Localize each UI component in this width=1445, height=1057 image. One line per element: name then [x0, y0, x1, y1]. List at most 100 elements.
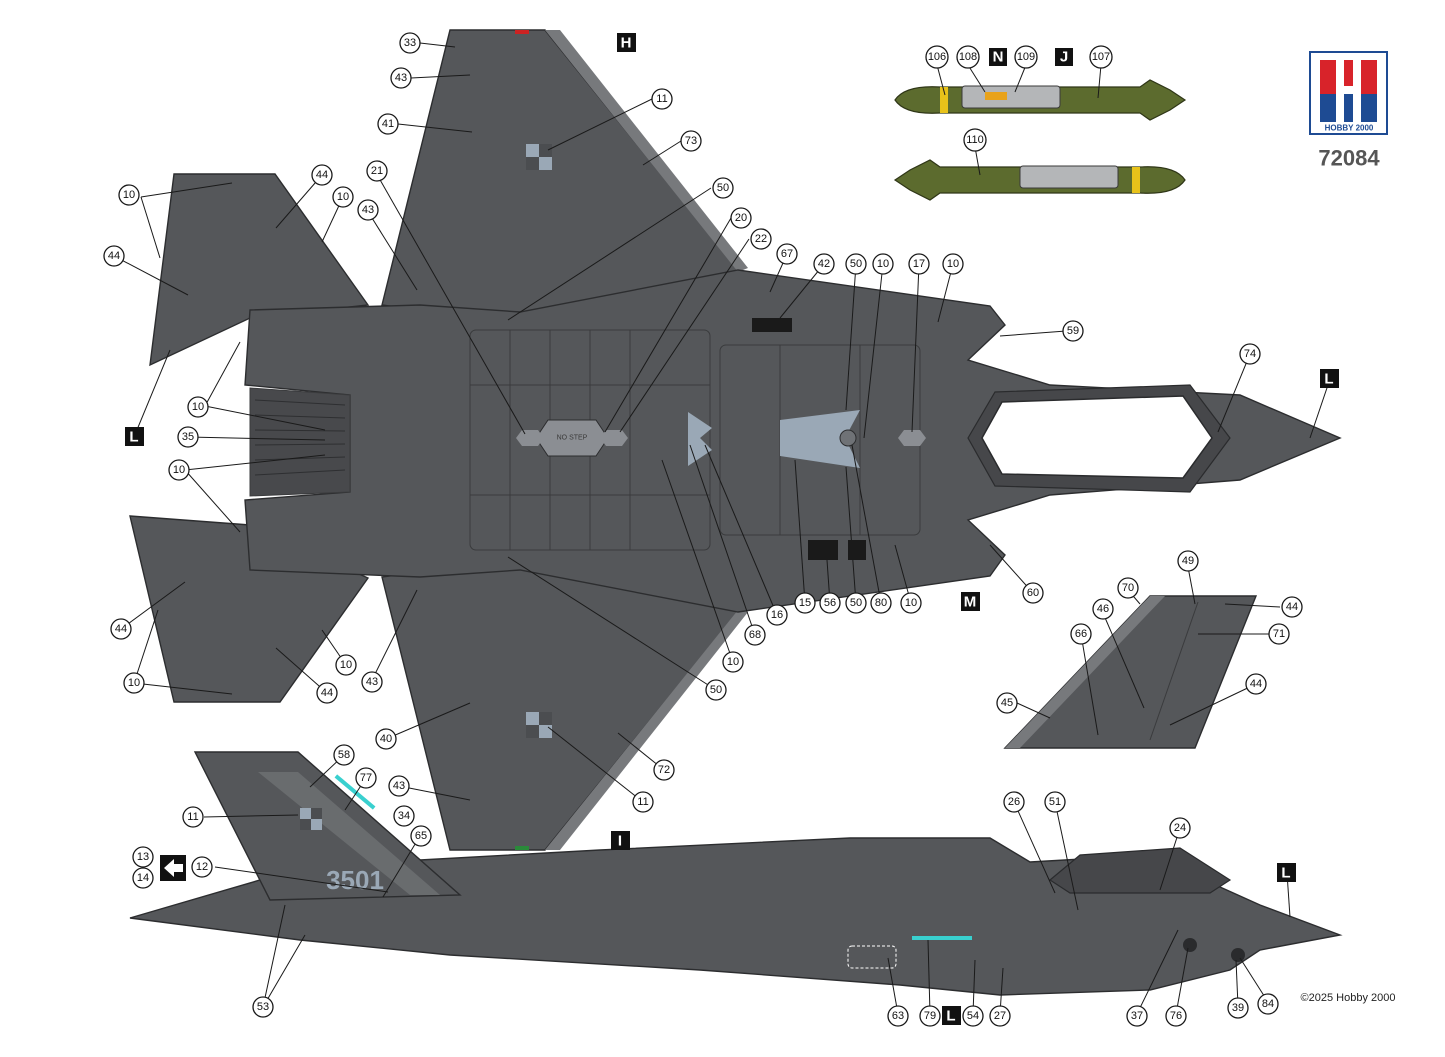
callout-51: 51 — [1044, 791, 1066, 813]
callout-10-g: 10 — [123, 672, 145, 694]
svg-text:24: 24 — [1174, 822, 1186, 834]
hobby-2000-logo: HOBBY 2000 — [1309, 51, 1388, 135]
nozzle-petals — [254, 399, 346, 476]
svg-text:10: 10 — [173, 464, 185, 476]
svg-text:43: 43 — [366, 676, 378, 688]
hex-marker-left — [516, 430, 544, 446]
callout-13: 13 — [132, 846, 154, 868]
callout-44-d: 44 — [316, 682, 338, 704]
svg-text:107: 107 — [1092, 51, 1110, 63]
svg-text:59: 59 — [1067, 325, 1079, 337]
callout-21: 21 — [366, 160, 388, 182]
svg-text:50: 50 — [710, 684, 722, 696]
no-step-label: NO STEP — [557, 435, 588, 442]
light-blue-marking-2 — [780, 410, 860, 468]
wingtip-light-green — [515, 846, 529, 850]
intake-marker — [839, 429, 857, 447]
callout-37: 37 — [1126, 1005, 1148, 1027]
callout-50-d: 50 — [845, 592, 867, 614]
callout-56: 56 — [819, 592, 841, 614]
callout-43-c: 43 — [361, 671, 383, 693]
svg-text:H: H — [621, 35, 632, 52]
svg-text:10: 10 — [905, 597, 917, 609]
letter-marker-i: I — [611, 831, 630, 850]
letter-marker-m: M — [961, 592, 980, 611]
svg-text:34: 34 — [398, 810, 410, 822]
top-view-aircraft: NO STEP — [129, 29, 1342, 851]
svg-text:37: 37 — [1131, 1010, 1143, 1022]
svg-text:11: 11 — [187, 811, 198, 823]
svg-text:11: 11 — [656, 93, 667, 105]
svg-text:13: 13 — [137, 851, 149, 863]
callout-76: 76 — [1165, 1005, 1187, 1027]
callout-10-i: 10 — [722, 651, 744, 673]
black-marking-bottom-2 — [848, 540, 866, 560]
callout-10-j: 10 — [900, 592, 922, 614]
callout-66: 66 — [1070, 623, 1092, 645]
letter-marker-l-top-right: L — [1320, 369, 1339, 388]
side-tail-fin-strip — [258, 772, 440, 895]
svg-text:10: 10 — [123, 189, 135, 201]
svg-text:67: 67 — [781, 248, 793, 260]
svg-text:71: 71 — [1273, 628, 1285, 640]
callout-80: 80 — [870, 592, 892, 614]
callout-45: 45 — [996, 692, 1018, 714]
callout-10-a: 10 — [872, 253, 894, 275]
svg-text:L: L — [1281, 865, 1290, 882]
canopy-glass — [981, 395, 1213, 479]
callout-68: 68 — [744, 624, 766, 646]
letter-marker-h: H — [617, 33, 636, 52]
callouts-top-view: 33 43 41 11 73 21 50 20 22 67 42 50 10 1… — [103, 32, 1261, 813]
svg-text:60: 60 — [1027, 587, 1039, 599]
callout-77: 77 — [355, 767, 377, 789]
callout-70: 70 — [1117, 577, 1139, 599]
callout-43-a: 43 — [390, 67, 412, 89]
svg-text:108: 108 — [959, 51, 977, 63]
svg-text:49: 49 — [1182, 555, 1194, 567]
svg-text:12: 12 — [196, 861, 208, 873]
callout-24: 24 — [1169, 817, 1191, 839]
svg-text:72: 72 — [658, 764, 670, 776]
letter-markers: H N J L L M I L L — [125, 33, 1339, 1025]
callout-108: 108 — [956, 45, 980, 69]
formation-light-fin — [334, 774, 376, 810]
side-canopy — [1048, 847, 1232, 894]
bomb-lower — [893, 159, 1186, 201]
svg-text:J: J — [1060, 49, 1068, 66]
hex-marker-right — [600, 430, 628, 446]
callout-17: 17 — [908, 253, 930, 275]
callout-109: 109 — [1014, 45, 1038, 69]
svg-text:50: 50 — [850, 597, 862, 609]
svg-text:14: 14 — [137, 872, 149, 884]
callout-42: 42 — [813, 253, 835, 275]
svg-text:43: 43 — [362, 204, 374, 216]
callout-50-c: 50 — [705, 679, 727, 701]
letter-marker-l-side: L — [1277, 863, 1296, 882]
svg-text:106: 106 — [928, 51, 946, 63]
hex-marker-fwd — [898, 430, 926, 446]
callout-11-c: 11 — [182, 806, 204, 828]
svg-text:66: 66 — [1075, 628, 1087, 640]
svg-text:10: 10 — [192, 401, 204, 413]
callout-44-e: 44 — [1281, 596, 1303, 618]
ordnance-group — [893, 79, 1187, 201]
svg-text:22: 22 — [755, 233, 767, 245]
svg-text:15: 15 — [799, 597, 811, 609]
callout-44-b: 44 — [103, 245, 125, 267]
callout-67: 67 — [776, 243, 798, 265]
svg-text:10: 10 — [947, 258, 959, 270]
svg-text:76: 76 — [1170, 1010, 1182, 1022]
svg-text:68: 68 — [749, 629, 761, 641]
logo-blue-block — [1320, 94, 1377, 122]
light-blue-marking-1 — [688, 412, 712, 466]
callout-39: 39 — [1227, 997, 1249, 1019]
svg-text:27: 27 — [994, 1010, 1006, 1022]
svg-text:33: 33 — [404, 37, 416, 49]
letter-marker-j: J — [1055, 48, 1073, 66]
svg-text:43: 43 — [395, 72, 407, 84]
callout-26: 26 — [1003, 791, 1025, 813]
svg-text:44: 44 — [1250, 678, 1262, 690]
logo-brand-text: HOBBY 2000 — [1325, 124, 1374, 133]
callout-63: 63 — [887, 1005, 909, 1027]
